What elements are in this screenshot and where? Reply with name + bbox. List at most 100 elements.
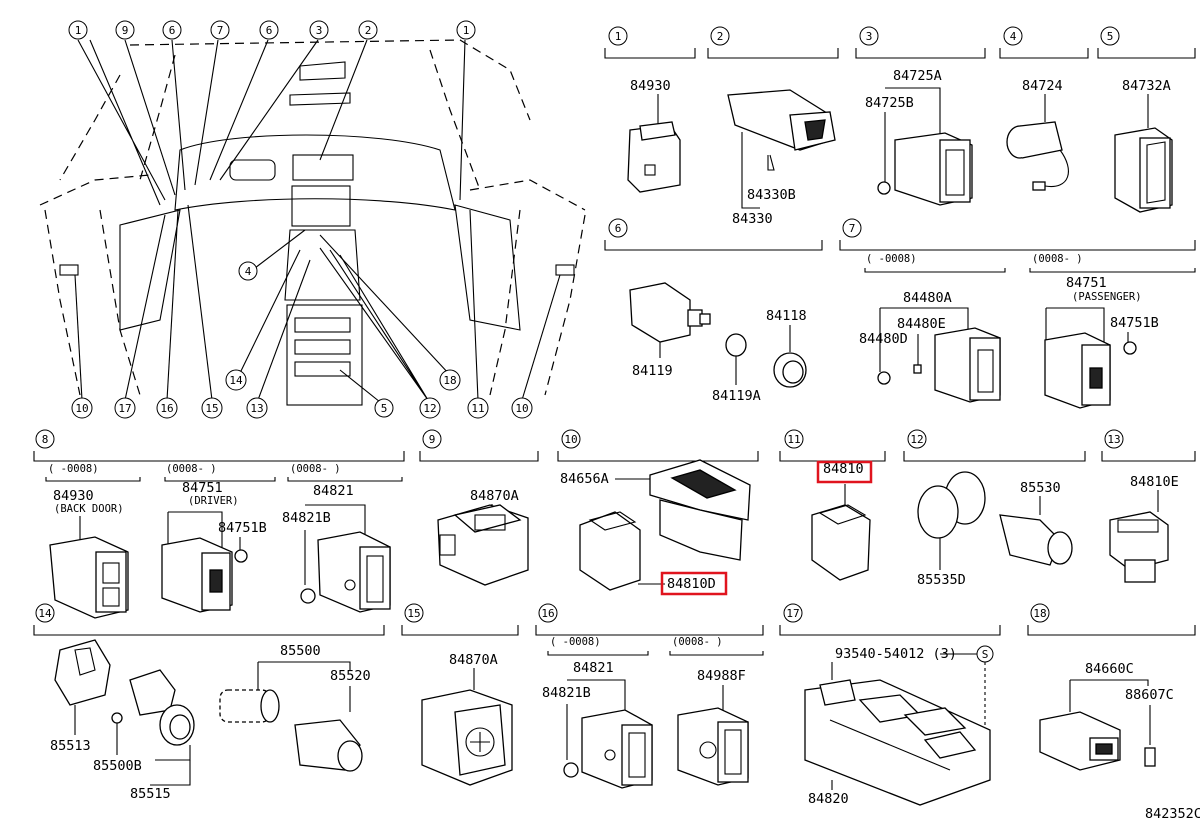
svg-text:16: 16 — [541, 607, 554, 620]
part-85515: 85515 — [130, 786, 171, 802]
section-2: 2 84330B 84330 — [707, 26, 839, 227]
section-14: 14 85500 85520 85513 85500B 85515 — [33, 603, 385, 802]
svg-text:14: 14 — [229, 374, 243, 387]
svg-text:13: 13 — [1107, 433, 1120, 446]
svg-text:9: 9 — [429, 433, 436, 446]
svg-text:17: 17 — [118, 402, 131, 415]
svg-text:(DRIVER): (DRIVER) — [188, 495, 239, 507]
part-84724: 84724 — [1022, 78, 1063, 94]
section-8: 8 ( -0008) (0008- ) (0008- ) 84930 (BACK… — [33, 429, 405, 619]
callout-1-left: 1 — [68, 20, 88, 40]
switch-84821-16-shape — [581, 709, 653, 789]
svg-text:( -0008): ( -0008) — [866, 253, 917, 265]
part-84656A: 84656A — [560, 471, 609, 487]
callout-3: 3 — [309, 20, 329, 40]
section-15: 15 84870A — [401, 603, 519, 786]
callout-6-b: 6 — [259, 20, 279, 40]
lighter-85530-shape — [999, 514, 1073, 566]
svg-text:1: 1 — [615, 30, 622, 43]
socket-85513-shape — [54, 639, 111, 706]
section-7: 7 ( -0008) (0008- ) 84480A 84480E 84480D… — [839, 218, 1196, 409]
part-84821B: 84821B — [282, 510, 331, 526]
part-84751-driver: 84751 — [182, 480, 223, 496]
callout-15: 15 — [201, 397, 223, 419]
part-84820: 84820 — [808, 791, 849, 807]
svg-text:7: 7 — [849, 222, 856, 235]
part-84119A: 84119A — [712, 388, 761, 404]
svg-text:4: 4 — [245, 265, 252, 278]
part-84810: 84810 — [823, 461, 864, 477]
section-10: 10 84656A 84810D — [557, 429, 759, 596]
part-85500B: 85500B — [93, 758, 142, 774]
switch-84660C-shape — [1039, 711, 1121, 771]
part-84810D: 84810D — [667, 576, 716, 592]
section-13: 13 84810E — [1101, 429, 1196, 583]
svg-text:1: 1 — [463, 24, 470, 37]
svg-text:(PASSENGER): (PASSENGER) — [1072, 291, 1142, 303]
switch-84751-passenger-shape — [1044, 332, 1111, 409]
svg-text:10: 10 — [75, 402, 88, 415]
switch-84480A-shape — [934, 327, 1001, 403]
part-84988F: 84988F — [697, 668, 746, 684]
part-84480A: 84480A — [903, 290, 952, 306]
part-84119: 84119 — [632, 363, 673, 379]
svg-text:10: 10 — [564, 433, 577, 446]
part-85535D: 85535D — [917, 572, 966, 588]
switch-84930-backdoor-shape — [49, 536, 129, 619]
ring-84119A-shape — [725, 333, 747, 357]
part-84930-backdoor: 84930 — [53, 488, 94, 504]
svg-text:5: 5 — [1107, 30, 1114, 43]
part-93540-54012: 93540-54012 (3) — [835, 646, 957, 662]
lighter-85520-shape — [219, 689, 363, 772]
section-18: 18 84660C 88607C — [1027, 603, 1196, 771]
switch-84988F-shape — [677, 707, 749, 786]
svg-text:(0008- ): (0008- ) — [166, 463, 217, 475]
callout-16: 16 — [156, 397, 178, 419]
highlight-84810D — [660, 571, 728, 596]
callout-10-left: 10 — [71, 397, 93, 419]
part-84732A: 84732A — [1122, 78, 1171, 94]
section-4: 4 84724 — [999, 26, 1089, 191]
part-88607C: 88607C — [1125, 687, 1174, 703]
svg-text:10: 10 — [515, 402, 528, 415]
overview-illustration — [39, 39, 586, 406]
part-84660C: 84660C — [1085, 661, 1134, 677]
section-11: 11 84810 — [779, 429, 886, 581]
part-84751B-driver: 84751B — [218, 520, 267, 536]
svg-text:8: 8 — [42, 433, 49, 446]
svg-text:(0008- ): (0008- ) — [672, 636, 723, 648]
socket-85535D-shape — [917, 471, 986, 539]
callout-18: 18 — [439, 369, 461, 391]
callout-11: 11 — [467, 397, 489, 419]
callout-5: 5 — [374, 398, 394, 418]
part-84480E: 84480E — [897, 316, 946, 332]
callout-6-a: 6 — [162, 20, 182, 40]
svg-text:7: 7 — [217, 24, 224, 37]
svg-text:6: 6 — [615, 222, 622, 235]
svg-text:2: 2 — [365, 24, 372, 37]
svg-text:11: 11 — [471, 402, 484, 415]
switch-84870A-shape — [437, 504, 529, 586]
part-84751: 84751 — [1066, 275, 1107, 291]
svg-text:(0008- ): (0008- ) — [290, 463, 341, 475]
part-84751B: 84751B — [1110, 315, 1159, 331]
section-9: 9 84870A — [419, 429, 539, 586]
svg-text:6: 6 — [169, 24, 176, 37]
switch-84330-shape — [727, 89, 836, 151]
svg-text:13: 13 — [250, 402, 263, 415]
svg-text:14: 14 — [38, 607, 52, 620]
part-85500: 85500 — [280, 643, 321, 659]
switch-84821-shape — [317, 531, 391, 613]
svg-text:3: 3 — [866, 30, 873, 43]
callout-1-right: 1 — [456, 20, 476, 40]
switch-84119-shape — [629, 282, 711, 343]
switch-84724-shape — [1006, 121, 1069, 191]
bezel-84656A-shape — [649, 459, 751, 561]
switch-84930-shape — [627, 121, 681, 193]
callout-12: 12 — [419, 397, 441, 419]
section-1: 1 84930 — [604, 26, 696, 193]
part-85513: 85513 — [50, 738, 91, 754]
svg-text:6: 6 — [266, 24, 273, 37]
section-17: 17 93540-54012 (3) S 84820 — [779, 603, 1001, 807]
